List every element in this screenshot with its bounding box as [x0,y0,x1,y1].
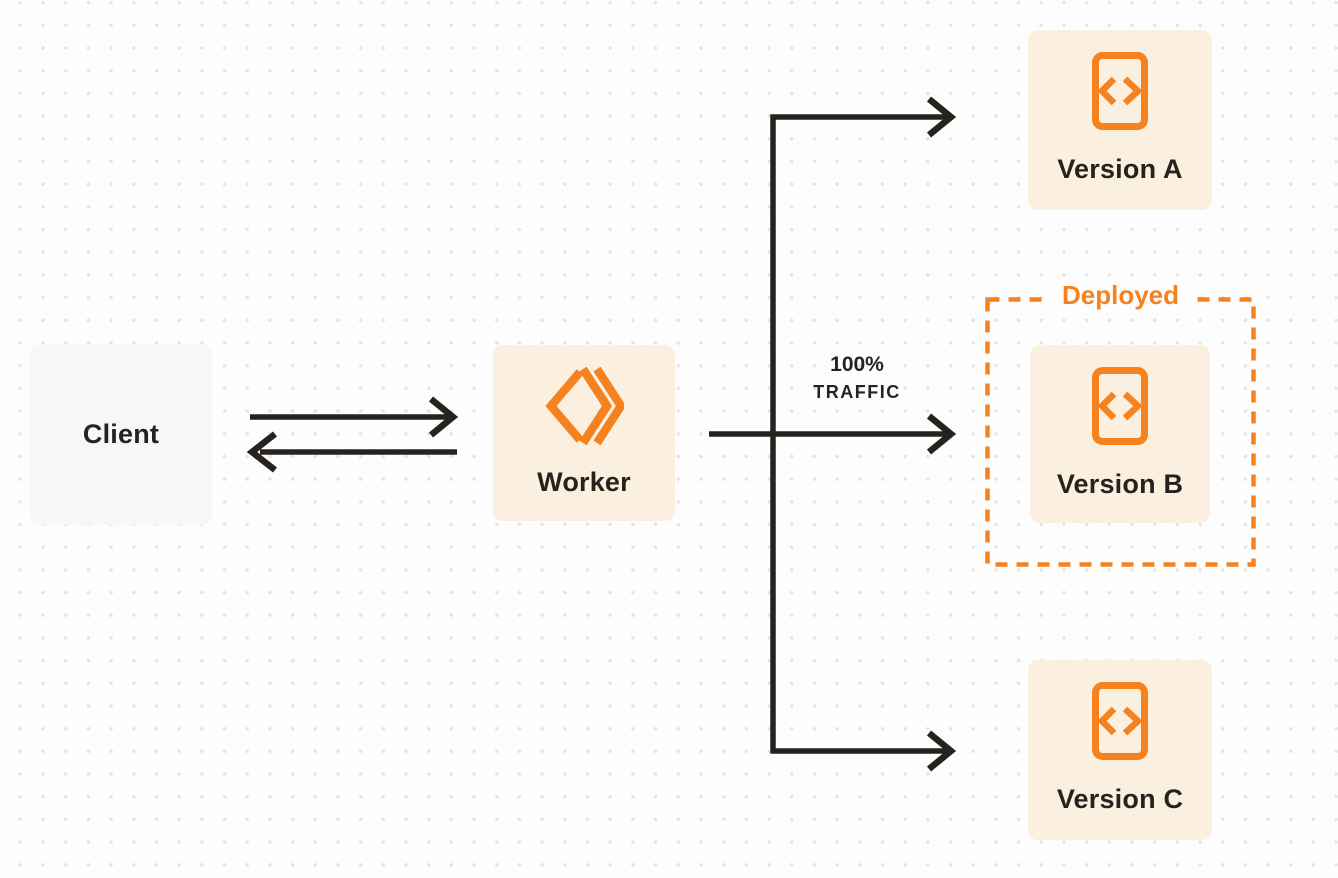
deployed-zone-label: Deployed [1048,280,1193,311]
version-b-node-label: Version B [1056,469,1184,499]
arrow-worker-to-client-head [246,431,278,473]
arrow-to-version-b-head [926,413,957,455]
arrow-client-to-worker-head [428,396,459,438]
arrow-to-version-c-head [926,730,957,772]
deployed-zone: Deployed [985,280,1256,567]
traffic-word: TRAFFIC [813,382,901,402]
version-a-node-label: Version A [1057,154,1183,184]
version-a-node: Version A [1028,30,1212,210]
code-file-icon [1092,367,1148,445]
version-c-node: Version C [1028,660,1212,840]
version-b-node: Version B [1030,345,1210,523]
worker-node-label: Worker [537,467,631,497]
traffic-annotation: 100% TRAFFIC [787,352,927,406]
cloudflare-workers-logo-icon [544,366,627,446]
arrow-to-version-a-head [926,96,957,138]
code-file-icon [1092,52,1148,130]
code-file-icon [1092,682,1148,760]
client-node-label: Client [82,419,160,449]
version-c-node-label: Version C [1056,784,1184,814]
traffic-percentage: 100% [830,353,884,376]
worker-node: Worker [493,345,675,521]
client-node: Client [30,344,212,525]
